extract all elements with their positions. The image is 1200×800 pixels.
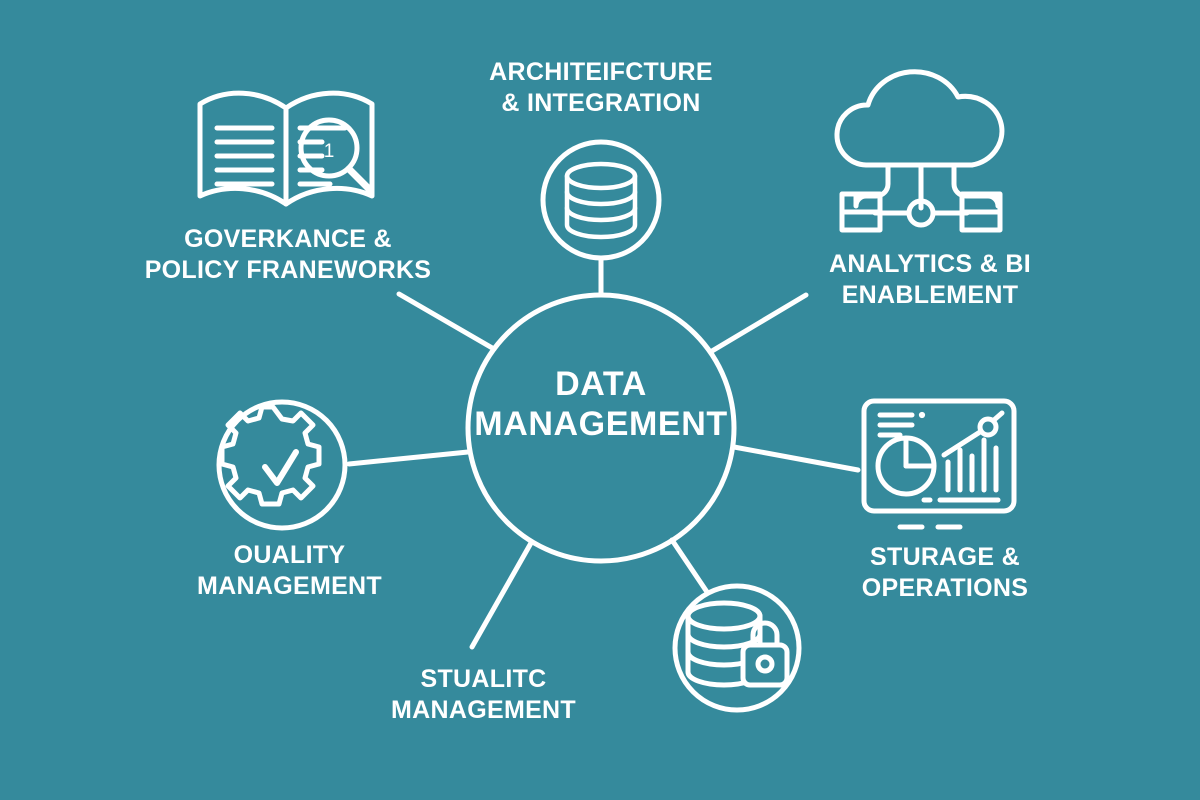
node-analytics-bi-enablement[interactable] <box>834 69 1005 233</box>
database-lock-icon <box>685 600 790 688</box>
node-architecture-integration[interactable] <box>540 139 662 261</box>
architecture-badge-circle <box>540 139 662 261</box>
label-architecture-integration: ARCHITEIFCTURE & INTEGRATION <box>489 58 713 117</box>
spoke-quality <box>346 449 471 467</box>
spoke-governance <box>396 291 497 352</box>
label-governance-policy-frameworks: GOVERKANCE & POLICY FRANEWORKS <box>144 225 432 284</box>
node-storage-operations[interactable] <box>861 398 1017 530</box>
label-security-management: STUALITC MANAGEMENT <box>391 665 576 724</box>
magnifier-glyph: 1 <box>324 141 335 162</box>
spoke-storage <box>731 444 861 473</box>
quality-badge-circle <box>216 399 348 531</box>
label-quality-management: OUALITY MANAGEMENT <box>197 541 382 600</box>
node-quality-management[interactable] <box>216 399 348 531</box>
label-analytics-bi-enablement: ANALYTICS & BI ENABLEMENT <box>829 250 1031 309</box>
node-governance-policy-frameworks[interactable]: 1 <box>197 90 375 207</box>
security-badge-circle <box>672 583 802 713</box>
cloud-network-icon <box>834 69 1005 233</box>
center-title: DATA MANAGEMENT <box>474 365 728 444</box>
database-icon <box>564 161 638 240</box>
gear-check-icon <box>219 404 322 507</box>
label-storage-operations: STURAGE & OPERATIONS <box>861 543 1029 602</box>
dashboard-analytics-icon <box>861 398 1017 530</box>
spoke-security <box>469 540 534 650</box>
spoke-lines-group <box>346 255 861 650</box>
open-book-magnifier-icon <box>197 90 375 207</box>
spoke-db-lock <box>669 537 710 595</box>
spoke-analytics <box>709 292 809 354</box>
node-security-management[interactable] <box>672 583 802 713</box>
center-hub-circle <box>465 292 737 564</box>
